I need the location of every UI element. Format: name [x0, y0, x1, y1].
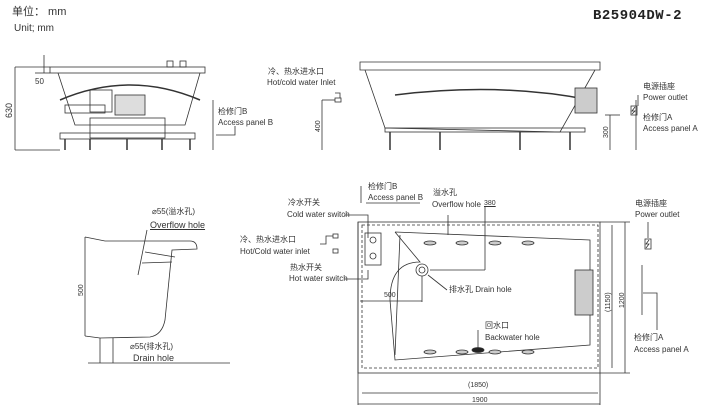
dim-500-depth: 500: [78, 284, 85, 296]
top-access-panel-a-cn: 检修门A: [634, 333, 664, 342]
side-view-left: [14, 55, 236, 151]
backwater-cn: 回水口: [485, 321, 509, 330]
section-drain-en: Drain hole: [133, 353, 175, 363]
section-view: [84, 229, 230, 364]
access-panel-b-cn: 检修门B: [218, 107, 248, 116]
dim-1850: (1850): [468, 382, 489, 389]
dim-1900: 1900: [472, 397, 488, 404]
section-drain-cn: ⌀55(排水孔): [130, 342, 174, 351]
top-inlet-cn: 冷、热水进水口: [240, 235, 296, 244]
top-power-outlet-en: Power outlet: [635, 210, 680, 219]
dim-500-drain: 500: [384, 292, 396, 299]
access-panel-a-cn: 检修门A: [643, 113, 673, 122]
dim-50: 50: [35, 77, 44, 86]
dim-1150: (1150): [605, 292, 612, 312]
unit-label-cn: 单位： mm: [12, 6, 67, 18]
section-overflow-en: Overflow hole: [150, 220, 206, 230]
dim-380: 380: [484, 200, 496, 207]
top-access-panel-a-en: Access panel A: [634, 345, 689, 354]
top-overflow-en: Overflow hole: [432, 200, 481, 209]
side-view-right: [321, 61, 639, 150]
top-overflow-cn: 溢水孔: [433, 188, 457, 197]
access-panel-b-en: Access panel B: [218, 118, 274, 127]
hot-switch-en: Hot water switch: [289, 274, 348, 283]
access-panel-a-en: Access panel A: [643, 124, 698, 133]
top-power-outlet-cn: 电源插座: [635, 199, 667, 208]
dim-1200: 1200: [619, 292, 626, 308]
backwater-en: Backwater hole: [485, 333, 540, 342]
power-outlet-en: Power outlet: [643, 93, 688, 102]
top-access-panel-b-en: Access panel B: [368, 193, 424, 202]
dim-400: 400: [315, 120, 322, 132]
drain-hole-label: 排水孔 Drain hole: [449, 285, 512, 294]
inlet-en: Hot/cold water Inlet: [267, 78, 336, 87]
cold-switch-cn: 冷水开关: [288, 198, 320, 207]
dim-300: 300: [603, 126, 610, 138]
power-outlet-cn: 电源插座: [643, 82, 675, 91]
cold-switch-en: Cold water switch: [287, 210, 350, 219]
model-number: B25904DW-2: [593, 8, 683, 24]
top-inlet-en: Hot/Cold water inlet: [240, 247, 310, 256]
dim-630: 630: [4, 102, 14, 118]
section-overflow-cn: ⌀55(溢水孔): [152, 207, 196, 216]
hot-switch-cn: 热水开关: [290, 263, 322, 272]
unit-label-en: Unit; mm: [14, 23, 54, 34]
top-access-panel-b-cn: 检修门B: [368, 182, 398, 191]
inlet-cn: 冷、热水进水口: [268, 67, 324, 76]
top-view: [320, 186, 658, 405]
